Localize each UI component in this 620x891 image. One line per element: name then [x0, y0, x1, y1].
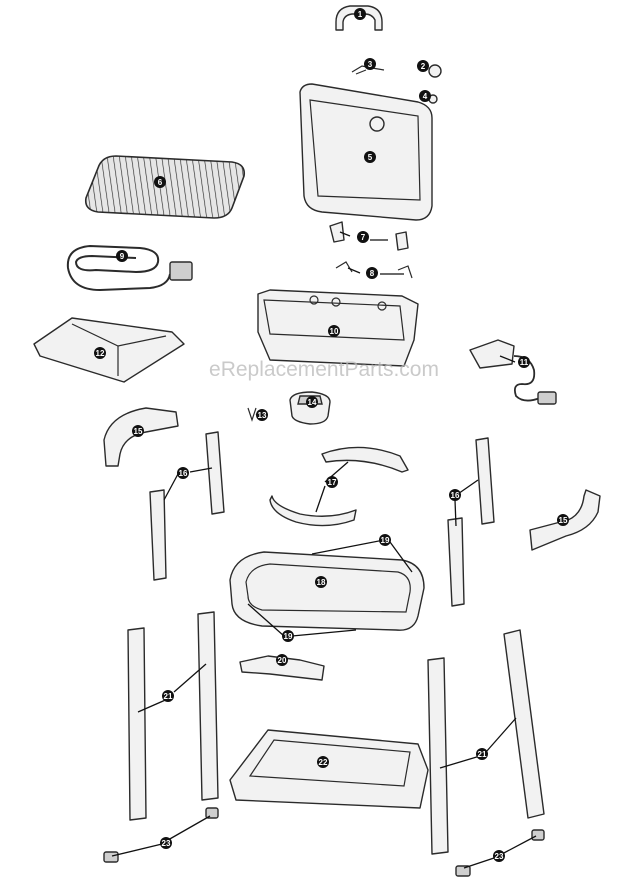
callout-23-right: 23	[493, 850, 505, 862]
part-handle	[335, 5, 383, 31]
part-shelf	[229, 551, 425, 631]
callout-2: 2	[417, 60, 429, 72]
callout-19-bottom: 19	[282, 630, 294, 642]
svg-text:15: 15	[559, 516, 568, 525]
callout-6: 6	[154, 176, 166, 188]
callout-12: 12	[94, 347, 106, 359]
svg-text:4: 4	[423, 92, 428, 101]
part-foot-4	[531, 829, 545, 841]
callout-8: 8	[366, 267, 378, 279]
part-temperature-control	[469, 339, 557, 405]
part-curved-rail-bottom	[269, 495, 357, 527]
callout-9: 9	[116, 250, 128, 262]
svg-text:11: 11	[520, 358, 529, 367]
svg-text:21: 21	[164, 692, 173, 701]
svg-text:1: 1	[358, 10, 363, 19]
svg-text:20: 20	[278, 656, 287, 665]
part-lid	[299, 83, 433, 221]
callout-21-right: 21	[476, 748, 488, 760]
svg-text:22: 22	[319, 758, 328, 767]
part-lower-leg-3	[427, 657, 449, 855]
callout-13: 13	[256, 409, 268, 421]
callout-21-left: 21	[162, 690, 174, 702]
svg-text:18: 18	[317, 578, 326, 587]
svg-text:19: 19	[381, 536, 390, 545]
part-foot-2	[205, 807, 219, 819]
callout-3: 3	[364, 58, 376, 70]
svg-text:10: 10	[330, 327, 339, 336]
svg-text:3: 3	[368, 60, 373, 69]
callout-18: 18	[315, 576, 327, 588]
svg-text:19: 19	[284, 632, 293, 641]
callout-4: 4	[419, 90, 431, 102]
part-cooking-grate	[84, 155, 246, 219]
svg-text:14: 14	[308, 398, 317, 407]
part-center-bracket	[239, 655, 325, 681]
callout-22: 22	[317, 756, 329, 768]
part-upper-leg-3	[475, 437, 495, 525]
svg-text:5: 5	[368, 153, 373, 162]
part-lower-leg-2	[197, 611, 219, 801]
part-hinge	[329, 221, 409, 251]
part-heating-element	[66, 244, 193, 292]
callout-20: 20	[276, 654, 288, 666]
svg-text:7: 7	[361, 233, 366, 242]
part-arm-bracket-right	[529, 489, 601, 551]
callout-5: 5	[364, 151, 376, 163]
part-lower-leg-1	[127, 627, 147, 821]
part-curved-rail-top	[321, 446, 409, 473]
part-upper-leg-4	[447, 517, 465, 607]
callout-11: 11	[518, 356, 530, 368]
svg-text:23: 23	[162, 839, 171, 848]
callout-15-right: 15	[557, 514, 569, 526]
callout-23-left: 23	[160, 837, 172, 849]
callout-7: 7	[357, 231, 369, 243]
callout-10: 10	[328, 325, 340, 337]
svg-text:8: 8	[370, 269, 375, 278]
part-foot-3	[455, 865, 471, 877]
part-drip-tray	[33, 317, 185, 383]
svg-text:6: 6	[158, 178, 163, 187]
svg-text:16: 16	[451, 491, 460, 500]
svg-text:23: 23	[495, 852, 504, 861]
svg-text:17: 17	[328, 478, 337, 487]
part-upper-leg-1	[205, 431, 225, 515]
callout-17: 17	[326, 476, 338, 488]
callout-16-left: 16	[177, 467, 189, 479]
svg-text:15: 15	[134, 427, 143, 436]
watermark-text: eReplacementParts.com	[209, 358, 439, 381]
svg-text:9: 9	[120, 252, 125, 261]
part-lower-leg-4	[503, 629, 545, 819]
svg-text:13: 13	[258, 411, 267, 420]
callout-16-right: 16	[449, 489, 461, 501]
svg-text:2: 2	[421, 62, 426, 71]
callout-1: 1	[354, 8, 366, 20]
callout-15-left: 15	[132, 425, 144, 437]
part-knob	[428, 64, 442, 78]
part-foot-1	[103, 851, 119, 863]
svg-text:21: 21	[478, 750, 487, 759]
part-bottom-shelf	[229, 729, 429, 809]
part-arm-bracket-left	[103, 407, 179, 467]
svg-text:16: 16	[179, 469, 188, 478]
svg-text:12: 12	[96, 349, 105, 358]
callout-14: 14	[306, 396, 318, 408]
callout-19-top: 19	[379, 534, 391, 546]
part-upper-leg-2	[149, 489, 167, 581]
